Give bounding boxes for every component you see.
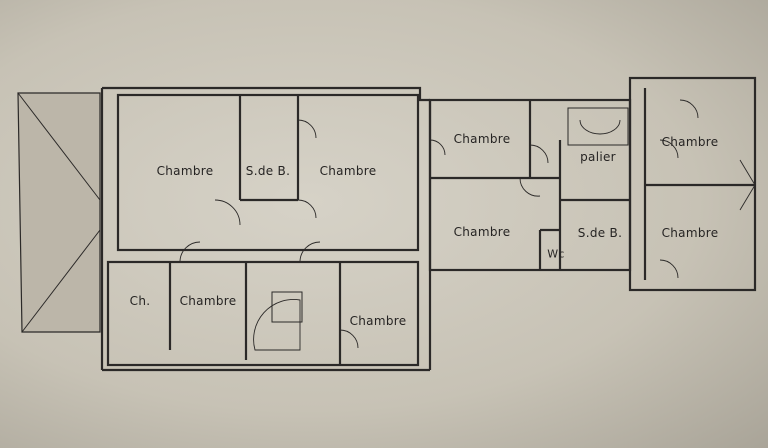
roof-hatch bbox=[17, 92, 101, 333]
room-label-middle-bathroom: S.de B. bbox=[577, 226, 623, 240]
room-label-middle-bottom-bedroom: Chambre bbox=[453, 225, 511, 239]
room-label-small-bedroom: Ch. bbox=[129, 294, 151, 308]
room-label-lower-right-bedroom: Chambre bbox=[349, 314, 407, 328]
door-swings bbox=[179, 99, 699, 349]
room-label-right-bottom-bedroom: Chambre bbox=[661, 226, 719, 240]
room-label-lower-left-bedroom: Chambre bbox=[179, 294, 237, 308]
room-label-upper-bathroom: S.de B. bbox=[245, 164, 291, 178]
room-label-wc: Wc bbox=[547, 247, 565, 261]
room-label-upper-left-bedroom: Chambre bbox=[156, 164, 214, 178]
right-wing-walls bbox=[628, 76, 757, 292]
room-label-middle-top-bedroom: Chambre bbox=[453, 132, 511, 146]
room-label-landing: palier bbox=[580, 150, 616, 164]
middle-wing-walls bbox=[428, 98, 632, 272]
room-label-upper-center-bedroom: Chambre bbox=[319, 164, 377, 178]
room-label-right-top-bedroom: Chambre bbox=[661, 135, 719, 149]
